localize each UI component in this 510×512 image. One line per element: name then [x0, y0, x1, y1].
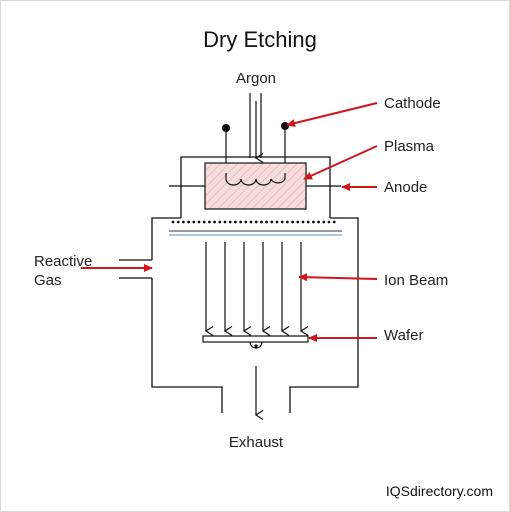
reactive-gas-label-line1: Reactive — [34, 253, 92, 270]
grid-dot — [260, 220, 263, 224]
cathode-coil — [225, 173, 286, 186]
ion-beam-pointer-arrow — [298, 273, 378, 282]
grid-dot — [254, 220, 258, 224]
grid-dot — [234, 220, 237, 224]
grid-dot — [327, 220, 331, 224]
grid-dot — [244, 220, 248, 224]
grid-dot — [317, 220, 320, 224]
extraction-grid-plates — [169, 230, 342, 236]
grid-dot — [301, 220, 305, 224]
grid-dot — [275, 220, 279, 224]
grid-dot — [306, 220, 310, 224]
grid-dot — [218, 220, 222, 224]
grid-dot — [228, 220, 232, 224]
argon-label: Argon — [236, 70, 276, 87]
grid-dot — [171, 220, 175, 224]
exhaust-label: Exhaust — [229, 434, 284, 451]
plasma-region — [204, 162, 307, 210]
grid-dot — [249, 220, 253, 224]
grid-dot — [208, 220, 211, 224]
grid-dot — [286, 220, 289, 224]
wafer-label: Wafer — [384, 327, 423, 344]
reactive-gas-inlet — [119, 259, 152, 279]
grid-dot — [291, 220, 294, 224]
grid-dot — [239, 220, 243, 224]
grid-dot — [296, 220, 300, 224]
plasma-label: Plasma — [384, 138, 435, 155]
ion-beam-arrows — [204, 242, 309, 337]
grid-dot — [192, 220, 196, 224]
grid-dot — [202, 220, 206, 224]
grid-dot — [332, 220, 336, 224]
grid-dot — [187, 220, 191, 224]
argon-inlet-arrow — [249, 93, 264, 164]
grid-dot — [312, 220, 315, 224]
grid-dot — [265, 220, 268, 224]
grid-dot — [280, 220, 284, 224]
reactive-gas-label-line2: Gas — [34, 272, 62, 289]
watermark: IQSdirectory.com — [386, 483, 493, 499]
grid-dot — [182, 220, 185, 224]
chamber-outline — [151, 156, 359, 413]
diagram-title: Dry Etching — [203, 27, 317, 52]
cathode-label: Cathode — [384, 95, 441, 112]
grid-dot — [322, 220, 326, 224]
grid-dot — [197, 220, 201, 224]
grid-dot — [270, 220, 274, 224]
plasma-pointer-arrow — [303, 145, 378, 180]
grid-dot — [176, 220, 180, 224]
grid-dot — [223, 220, 227, 224]
ion-beam-label: Ion Beam — [384, 272, 448, 289]
grid-dot — [213, 220, 217, 224]
wafer — [202, 335, 309, 349]
extraction-grid-dots — [171, 220, 336, 224]
cathode-pointer-arrow — [286, 102, 378, 127]
anode-label: Anode — [384, 179, 427, 196]
